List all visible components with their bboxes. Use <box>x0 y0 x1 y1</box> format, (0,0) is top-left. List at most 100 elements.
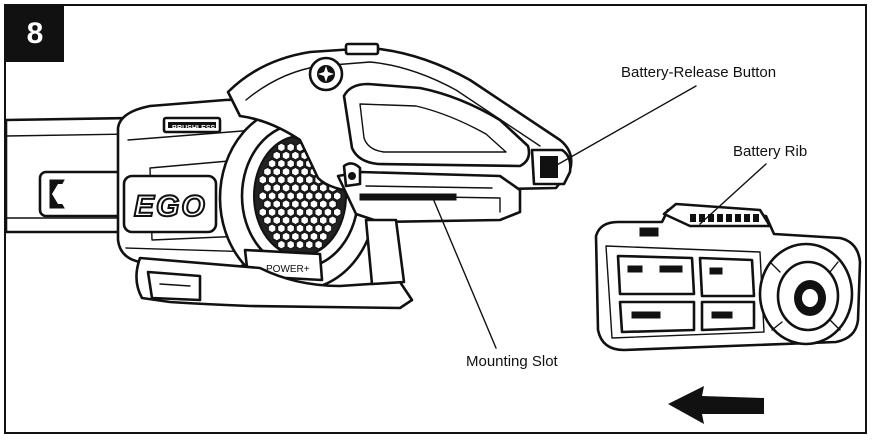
grille-cell <box>281 166 291 177</box>
rib-cell <box>744 214 750 222</box>
grille-cell <box>267 158 277 169</box>
grille-cell <box>328 199 337 209</box>
grille-cell <box>295 174 305 185</box>
rib-cell <box>726 214 732 222</box>
grille-cell <box>295 207 305 218</box>
grille-cell <box>314 239 323 250</box>
grille-cell <box>305 191 314 201</box>
label-mounting-slot: Mounting Slot <box>466 353 558 370</box>
rib-cell <box>690 214 696 222</box>
ego-logo: EGO <box>134 190 207 223</box>
power-plus-badge: POWER+ <box>266 264 310 275</box>
grille-cell <box>333 191 342 201</box>
grille-cell <box>295 191 305 201</box>
grille-cell <box>267 174 277 185</box>
grille-cell <box>272 199 281 209</box>
grille-cell <box>291 183 300 193</box>
grille-cell <box>286 142 295 153</box>
grille-cell <box>305 207 314 218</box>
grille-cell <box>305 239 314 250</box>
grille-cell <box>300 215 309 226</box>
grille-cell <box>309 183 319 193</box>
grille-cell <box>272 150 281 161</box>
grille-cell <box>277 207 286 218</box>
grille-cell <box>281 199 291 209</box>
grille-cell <box>263 199 272 209</box>
grille-cell <box>309 215 319 226</box>
grille-cell <box>277 158 286 169</box>
grille-cell <box>295 158 305 169</box>
grille-cell <box>319 215 328 226</box>
grille-cell <box>267 223 277 234</box>
grille-cell <box>286 223 295 234</box>
fan-cage <box>218 104 378 292</box>
leader-battery-release <box>547 85 697 171</box>
grille-cell <box>286 174 295 185</box>
grille-cell <box>286 158 295 169</box>
grille-cell <box>281 183 291 193</box>
arrow-left-icon <box>668 386 764 424</box>
grille-cell <box>291 215 300 226</box>
grille-cell <box>309 231 319 242</box>
grille-cell <box>258 207 267 218</box>
grille-cell <box>291 166 300 177</box>
leader-mounting-slot <box>431 195 497 349</box>
grille-cell <box>263 166 272 177</box>
grille-cell <box>323 191 333 201</box>
leader-battery-rib <box>699 163 767 225</box>
grille-cell <box>258 191 267 201</box>
grille-cell <box>281 215 291 226</box>
grille-cell <box>291 150 300 161</box>
rib-cell <box>699 214 705 222</box>
blower-tube <box>4 116 138 234</box>
grille-cell <box>272 231 281 242</box>
grille-cell <box>295 239 305 250</box>
grille-cell <box>309 199 319 209</box>
grille-cell <box>300 166 309 177</box>
grille-cell <box>323 207 333 218</box>
rib-cell <box>753 214 759 222</box>
grille-cell <box>267 207 277 218</box>
rib-cell <box>717 214 723 222</box>
grille-cell <box>300 231 309 242</box>
grille-cell <box>263 215 272 226</box>
rib-cell <box>708 214 714 222</box>
battery-port <box>336 162 522 224</box>
grille-cell <box>291 199 300 209</box>
step-number-badge: 8 <box>6 6 64 62</box>
grille-cell <box>272 166 281 177</box>
grille-cell <box>323 223 333 234</box>
label-battery-rib: Battery Rib <box>733 143 808 160</box>
leader-lines <box>431 85 767 349</box>
grille-cell <box>328 215 337 226</box>
grille-cell <box>300 183 309 193</box>
grille-cell <box>272 215 281 226</box>
label-battery-release-button: Battery-Release Button <box>621 64 777 81</box>
grille-cell <box>281 150 291 161</box>
grille-cell <box>277 191 286 201</box>
grille-cell <box>314 207 323 218</box>
grille-cell <box>277 223 286 234</box>
grille-cell <box>319 231 328 242</box>
grille-cell <box>295 223 305 234</box>
grille-cell <box>286 191 295 201</box>
grille-cell <box>333 207 342 218</box>
grille-cell <box>263 183 272 193</box>
grille-cell <box>305 223 314 234</box>
grille-cell <box>277 239 286 250</box>
handle <box>226 42 573 194</box>
blower-base <box>135 218 414 310</box>
grille-cell <box>272 183 281 193</box>
grille-cell <box>281 231 291 242</box>
brushless-badge: BRUSHLESS <box>172 125 216 132</box>
grille-cell <box>267 191 277 201</box>
grille-cell <box>319 199 328 209</box>
grille-cell <box>286 207 295 218</box>
grille-cell <box>314 191 323 201</box>
grille-cell <box>258 174 267 185</box>
rib-cell <box>735 214 741 222</box>
battery-pack <box>594 202 862 352</box>
